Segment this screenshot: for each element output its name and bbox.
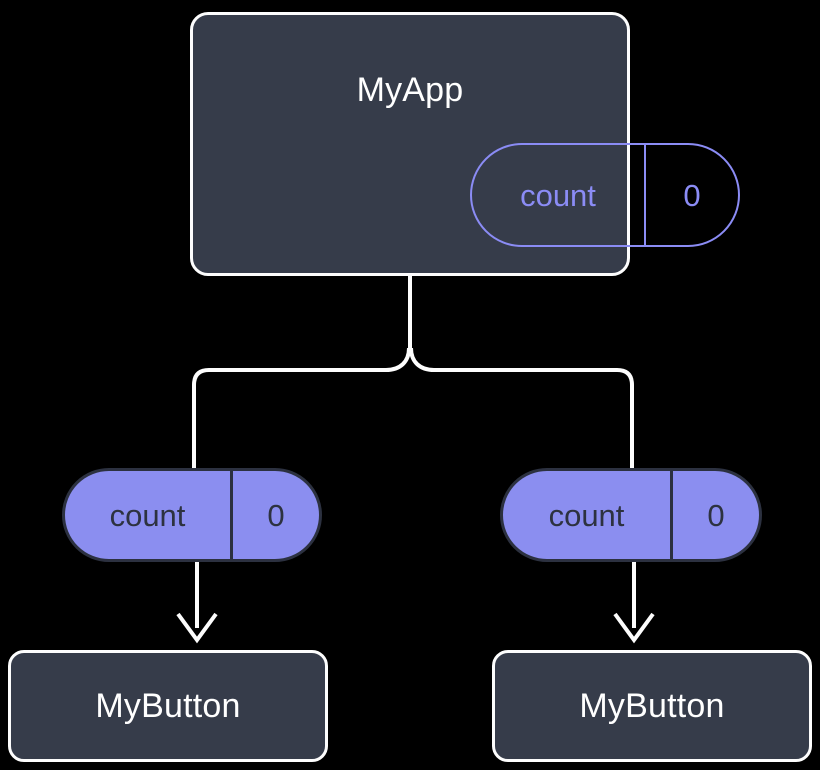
state-value-child-left: 0 — [267, 497, 285, 533]
component-title-mybutton-left: MyButton — [95, 687, 241, 725]
state-pill-root[interactable]: count 0 — [470, 143, 740, 247]
state-value-child-right: 0 — [707, 497, 725, 533]
state-pill-child-left[interactable]: count 0 — [62, 468, 322, 562]
arrow-right-head — [613, 612, 655, 644]
state-key-root: count — [472, 145, 646, 245]
arrow-left-head — [176, 612, 218, 644]
connector-branch-left — [192, 347, 411, 470]
connector-branch-right — [409, 347, 634, 470]
state-key-child-right: count — [503, 471, 673, 559]
state-pill-child-right[interactable]: count 0 — [500, 468, 762, 562]
component-title-myapp: MyApp — [356, 71, 464, 109]
component-node-mybutton-left[interactable]: MyButton — [8, 650, 328, 762]
component-title-mybutton-right: MyButton — [579, 687, 725, 725]
component-node-myapp[interactable]: MyApp count 0 — [190, 12, 740, 276]
state-value-root: 0 — [683, 177, 701, 213]
component-node-mybutton-right[interactable]: MyButton — [492, 650, 812, 762]
state-key-child-left: count — [65, 471, 233, 559]
